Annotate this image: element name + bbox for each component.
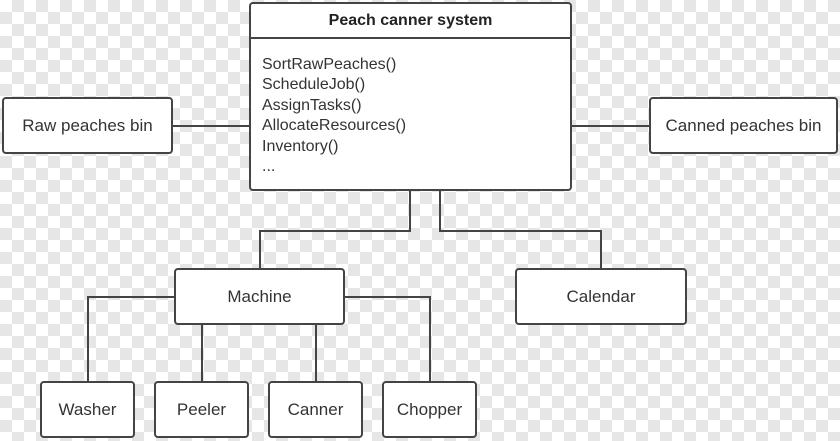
method-inventory: Inventory() bbox=[262, 137, 339, 155]
connector-machine-to-chopper bbox=[345, 296, 431, 381]
connector-system-to-machine bbox=[259, 191, 411, 268]
canner-node[interactable]: Canner bbox=[268, 381, 363, 438]
connector-machine-to-washer bbox=[87, 296, 174, 381]
peeler-node[interactable]: Peeler bbox=[154, 381, 249, 438]
method-sort-raw-peaches: SortRawPeaches() bbox=[262, 56, 397, 73]
connector-system-to-calendar bbox=[439, 191, 602, 268]
chopper-node[interactable]: Chopper bbox=[382, 381, 477, 438]
method-assign-tasks: AssignTasks() bbox=[262, 96, 362, 114]
method-schedule-job: ScheduleJob() bbox=[262, 76, 366, 94]
class-title: Peach canner system bbox=[251, 4, 570, 39]
canned-peaches-bin-node[interactable]: Canned peaches bin bbox=[649, 97, 838, 154]
method-ellipsis: ... bbox=[262, 158, 276, 176]
method-allocate-resources: AllocateResources() bbox=[262, 117, 407, 135]
raw-peaches-bin-node[interactable]: Raw peaches bin bbox=[2, 97, 173, 154]
machine-node[interactable]: Machine bbox=[174, 268, 345, 325]
peach-canner-system-class[interactable]: Peach canner system SortRawPeaches() Sch… bbox=[249, 2, 572, 191]
method-list: SortRawPeaches() ScheduleJob() AssignTas… bbox=[251, 39, 570, 177]
washer-node[interactable]: Washer bbox=[40, 381, 135, 438]
calendar-node[interactable]: Calendar bbox=[515, 268, 687, 325]
